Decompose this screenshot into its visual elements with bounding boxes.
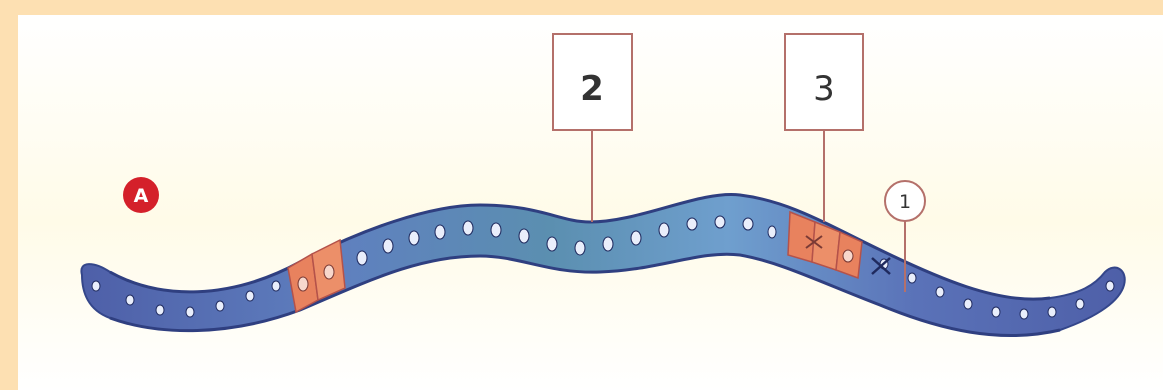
label-3: 3 bbox=[785, 34, 863, 222]
label-2-text: 2 bbox=[580, 69, 604, 109]
epithelium-band bbox=[81, 194, 1124, 335]
panel-badge: A bbox=[123, 177, 159, 213]
label-3-text: 3 bbox=[813, 69, 835, 109]
panel-badge-label: A bbox=[134, 185, 149, 207]
label-1-text: 1 bbox=[899, 191, 911, 213]
orange-cells-left bbox=[288, 240, 345, 312]
label-2: 2 bbox=[553, 34, 632, 222]
